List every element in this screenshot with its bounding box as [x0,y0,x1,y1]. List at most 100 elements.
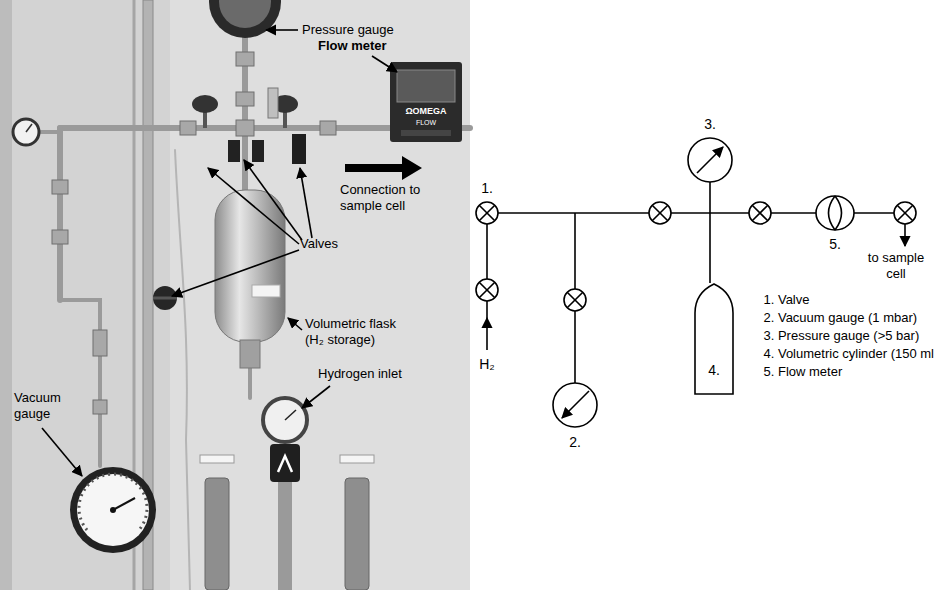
small-dial [26,124,32,132]
pressure-gauge-photo [209,0,281,38]
valve-knobs [153,286,177,310]
callout-number: 2. [569,434,581,451]
pipe-fittings [236,52,254,66]
valve-symbol [752,205,768,221]
key-entry: 1. Valve [763,292,809,308]
valve-knobs [292,134,306,164]
photo-background [0,0,470,590]
schematic-lines [709,182,711,283]
pipe-fittings [236,120,254,136]
small-dial [13,119,39,145]
photo-background [170,0,470,590]
gauge-symbol [553,383,597,427]
hydrogen-regulator [263,398,307,590]
annotation-label: Flow meter [318,38,387,54]
valve-symbol [567,292,583,308]
hydrogen-regulator [285,410,296,420]
outlet-label: to sample cell [858,250,934,281]
valve-symbol [649,202,671,224]
hydrogen-regulator [263,398,307,442]
pipework [38,36,470,590]
hydrogen-regulator [278,482,292,590]
valve-symbol [749,202,771,224]
valve-symbol [476,202,498,224]
storage-flask [215,190,285,342]
annotation-label: Valves [300,236,338,252]
leader-arrows [372,56,397,72]
pipe-fittings [180,121,196,135]
key-entry: 2. Vacuum gauge (1 mbar) [763,310,917,326]
callout-number: 1. [481,180,493,197]
side-valves [200,455,374,590]
side-valves [345,478,369,590]
gas-label: H₂ [479,356,495,373]
valve-symbol [649,202,671,224]
valve-symbol [894,202,916,224]
valve-symbol [749,202,771,224]
leader-arrows [302,386,330,408]
pipework [248,365,252,398]
schematic-lines [486,301,488,318]
flow-meter-photo [390,62,462,142]
flow-meter-symbol [816,196,854,230]
cylinder-symbol: 4. [694,283,734,395]
brand-label: ΩOMEGA [405,106,446,117]
pipe-fittings [52,180,68,194]
valve-symbol [479,282,495,298]
leader-arrows [266,29,298,31]
gauge-symbol [553,138,732,427]
pipe-fittings [320,121,336,135]
valve-symbol [476,279,498,301]
valve-knobs [228,140,240,162]
valve-symbol [476,279,498,301]
annotation-label: Pressure gauge [302,22,394,38]
valve-symbol [894,202,916,224]
vacuum-gauge-photo [77,474,149,546]
flow-meter-symbol [829,196,842,230]
valve-symbol [652,205,668,221]
pipe-fittings [93,400,107,414]
annotation-label: Connection to sample cell [340,182,450,213]
vacuum-gauge-photo [70,467,156,553]
annotation-label: Volumetric flask (H₂ storage) [305,316,417,347]
callout-number: 5. [829,236,841,253]
gauge-symbol [697,147,723,173]
valve-knobs [268,88,278,118]
callout-number: 3. [704,116,716,133]
pipework [57,128,63,300]
small-dial [13,119,39,145]
vacuum-gauge-photo [110,507,116,513]
key-entry: 5. Flow meter [763,364,842,380]
flow-meter-photo [397,70,455,102]
connection-arrow [345,156,422,180]
valve-symbol [897,205,913,221]
leader-arrows [42,30,397,476]
valve-symbol [564,289,586,311]
valve-symbol [564,289,586,311]
leader-arrows [172,250,299,296]
valve-symbol [479,205,495,221]
annotation-label: Hydrogen inlet [318,366,402,382]
leader-arrows [42,428,82,476]
side-valves [340,455,374,463]
photo-background [0,0,12,590]
leader-arrows [244,160,302,240]
cylinder-outline [695,284,733,394]
pipe-fittings [52,230,68,244]
node-text-holder: 4. [694,362,734,379]
hydrogen-regulator [270,444,300,482]
side-valves [200,455,234,463]
device-label: FLOW [416,119,436,127]
storage-flask [240,340,260,368]
gauge-symbol [688,138,732,182]
vacuum-gauge-photo [113,498,135,510]
pressure-gauge-photo [209,0,281,38]
flow-meter-symbol [816,196,854,230]
pressure-gauge-photo [219,0,271,28]
valve-knobs [252,140,264,162]
photo-background [0,0,470,590]
leader-arrows [300,168,312,238]
key-entry: 4. Volumetric cylinder (150 ml [763,346,934,362]
gauge-symbol [562,391,589,418]
